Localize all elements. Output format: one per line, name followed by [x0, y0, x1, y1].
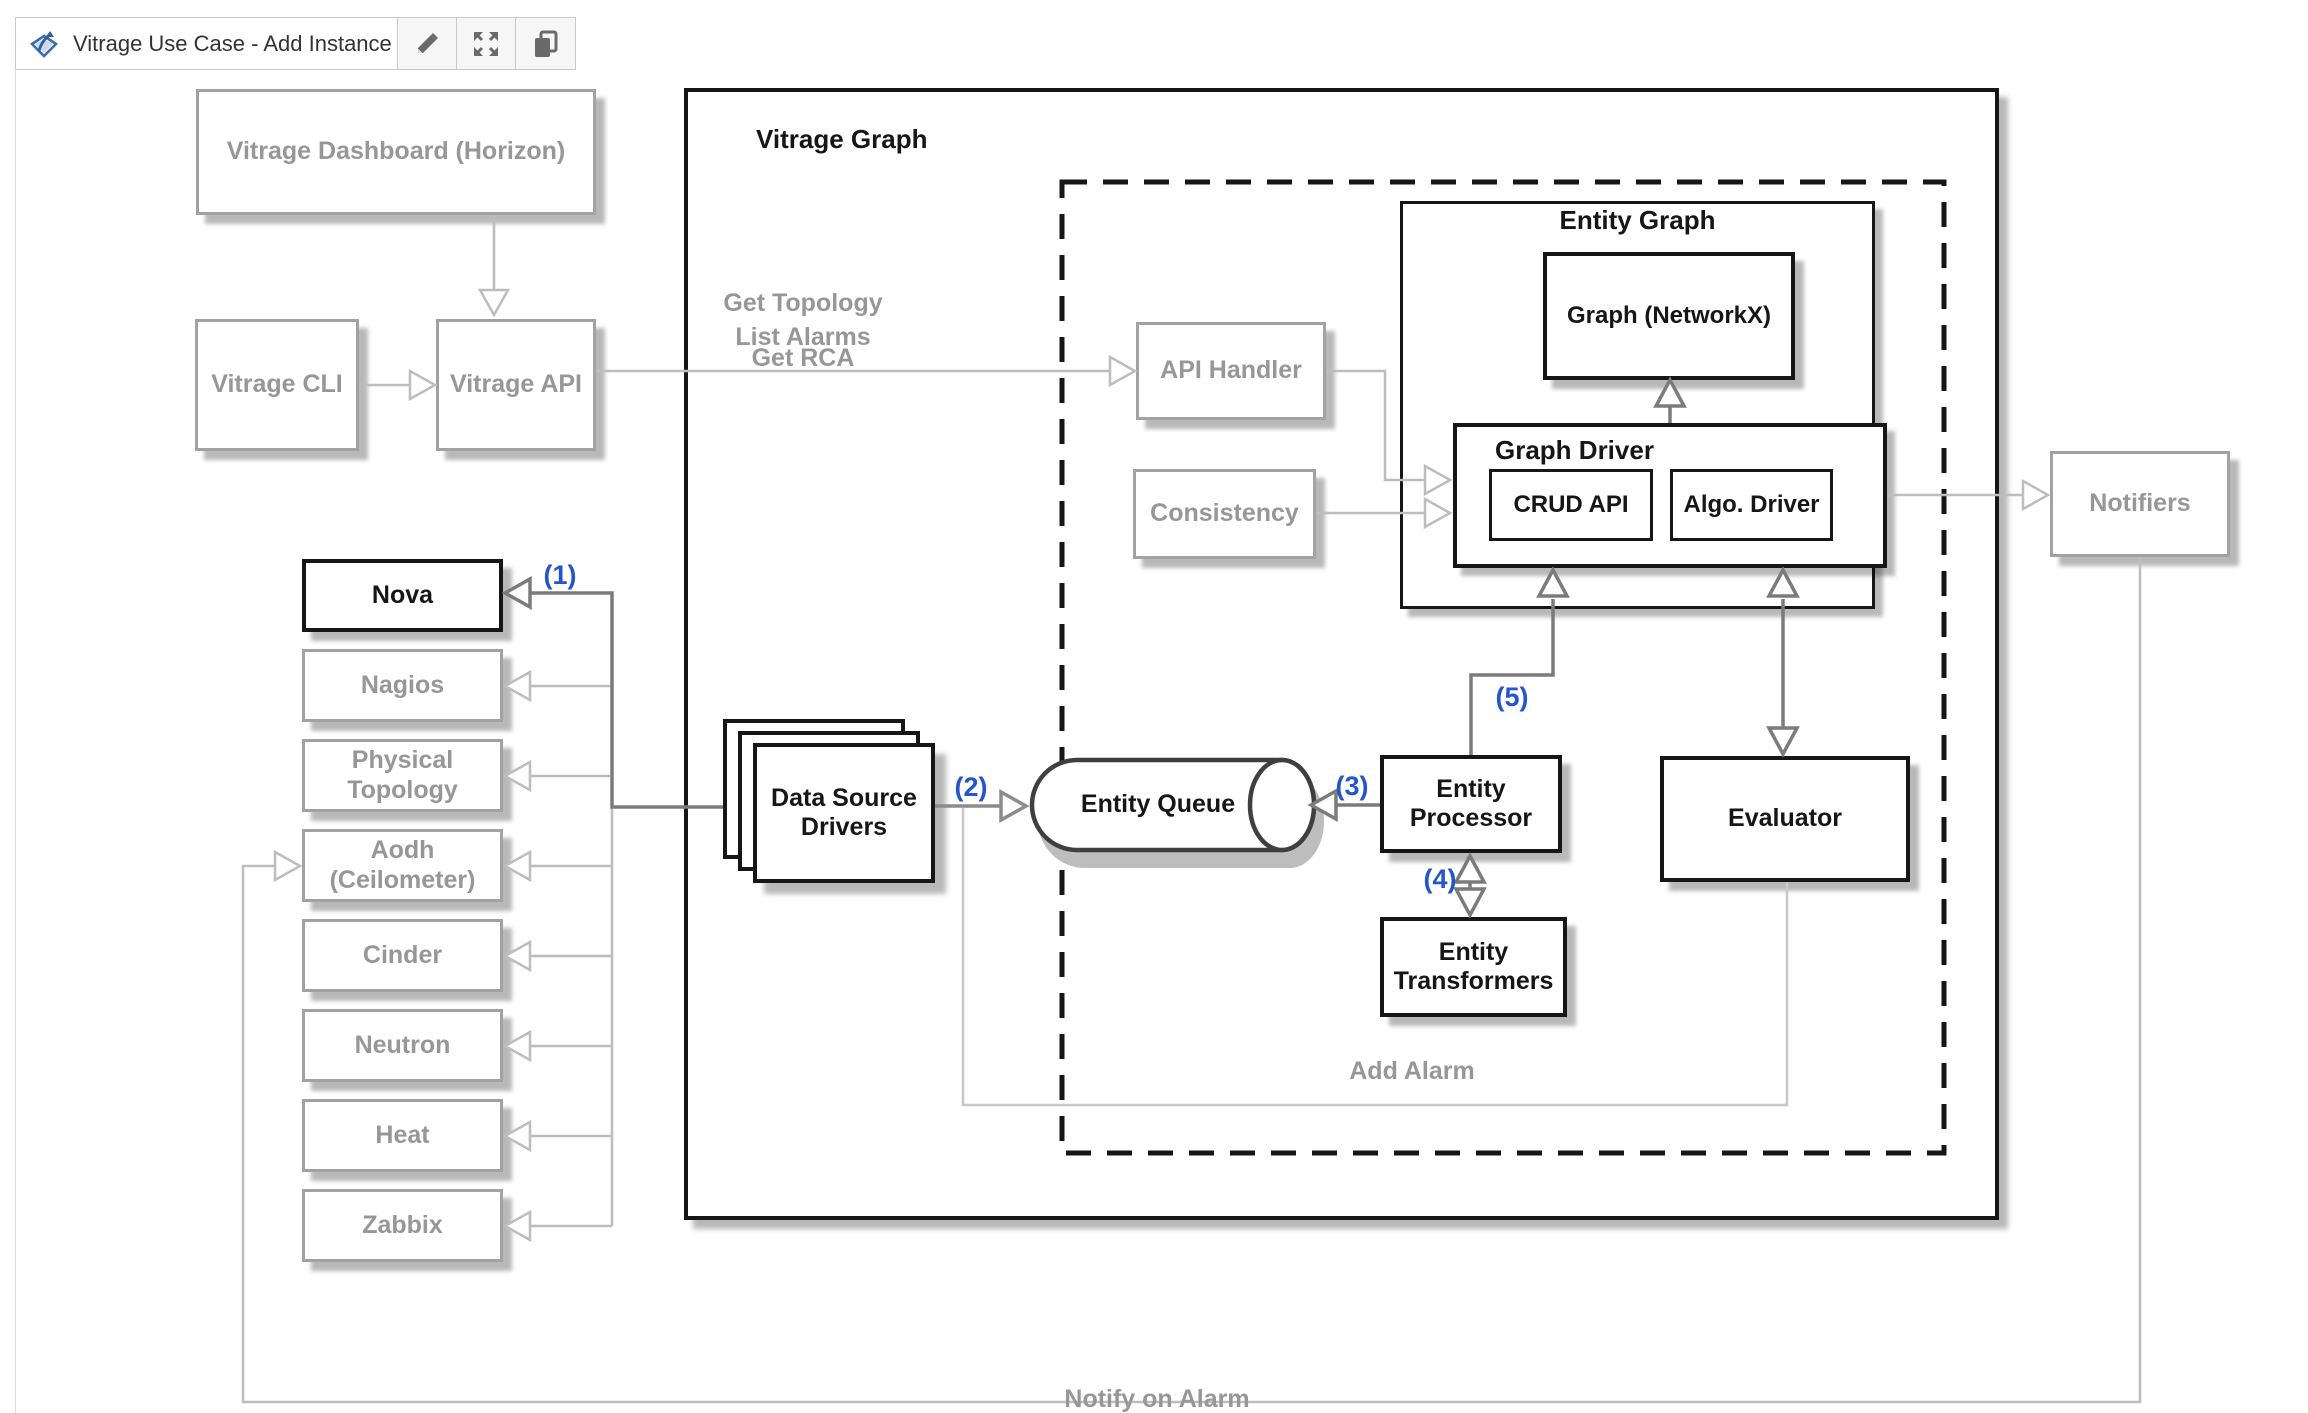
expand-arrows-icon [474, 31, 499, 56]
node-data-source-drivers: Data Source Drivers [753, 743, 935, 883]
node-zabbix: Zabbix [302, 1189, 503, 1262]
diagram-toolbar: Vitrage Use Case - Add Instance [15, 17, 576, 70]
copy-pages-icon [534, 30, 558, 57]
copy-button[interactable] [516, 18, 575, 69]
add-alarm-label: Add Alarm [1349, 1057, 1475, 1085]
diagram-title-tab: Vitrage Use Case - Add Instance [16, 18, 399, 69]
node-evaluator: Evaluator [1660, 756, 1910, 882]
node-vitrage-api: Vitrage API [436, 319, 596, 451]
step-3-label: (3) [1335, 771, 1369, 801]
fullscreen-button[interactable] [457, 18, 517, 69]
get-topology-label: Get Topology [723, 289, 883, 317]
graph-driver-label: Graph Driver [1495, 435, 1654, 465]
node-nagios: Nagios [302, 649, 503, 722]
node-entity-processor: Entity Processor [1380, 755, 1562, 853]
entity-graph-label: Entity Graph [1559, 205, 1716, 235]
node-aodh: Aodh (Ceilometer) [302, 829, 503, 902]
list-alarms-label: List Alarms [735, 323, 871, 351]
node-algo-driver: Algo. Driver [1670, 469, 1833, 541]
node-nova: Nova [302, 559, 503, 632]
get-rca-label: Get RCA [751, 344, 855, 372]
connector-cli-to-api [359, 368, 438, 402]
connector-datasource-fanout-bus [502, 669, 614, 1243]
node-cinder: Cinder [302, 919, 503, 992]
step-1-label: (1) [543, 560, 577, 590]
node-vitrage-dashboard: Vitrage Dashboard (Horizon) [196, 89, 596, 215]
node-api-handler: API Handler [1136, 322, 1326, 420]
notify-on-alarm-label: Notify on Alarm [1064, 1385, 1250, 1413]
node-crud-api: CRUD API [1489, 469, 1653, 541]
node-consistency: Consistency [1133, 469, 1316, 559]
vitrage-logo-icon [29, 30, 59, 58]
edit-button[interactable] [398, 18, 458, 69]
diagram-title: Vitrage Use Case - Add Instance [73, 30, 392, 56]
node-physical-topology: Physical Topology [302, 739, 503, 812]
node-neutron: Neutron [302, 1009, 503, 1082]
vitrage-graph-label: Vitrage Graph [756, 124, 928, 154]
step-4-label: (4) [1423, 864, 1457, 894]
entity-queue-label: Entity Queue [1080, 790, 1236, 818]
node-entity-transformers: Entity Transformers [1380, 917, 1567, 1017]
page-left-border [15, 17, 16, 1413]
step-2-label: (2) [954, 772, 988, 802]
node-heat: Heat [302, 1099, 503, 1172]
connector-dashboard-to-api [477, 215, 511, 318]
node-graph-networkx: Graph (NetworkX) [1543, 252, 1795, 380]
node-notifiers: Notifiers [2050, 451, 2230, 557]
step-5-label: (5) [1495, 682, 1529, 712]
pencil-icon [418, 32, 439, 53]
node-vitrage-cli: Vitrage CLI [195, 319, 359, 451]
